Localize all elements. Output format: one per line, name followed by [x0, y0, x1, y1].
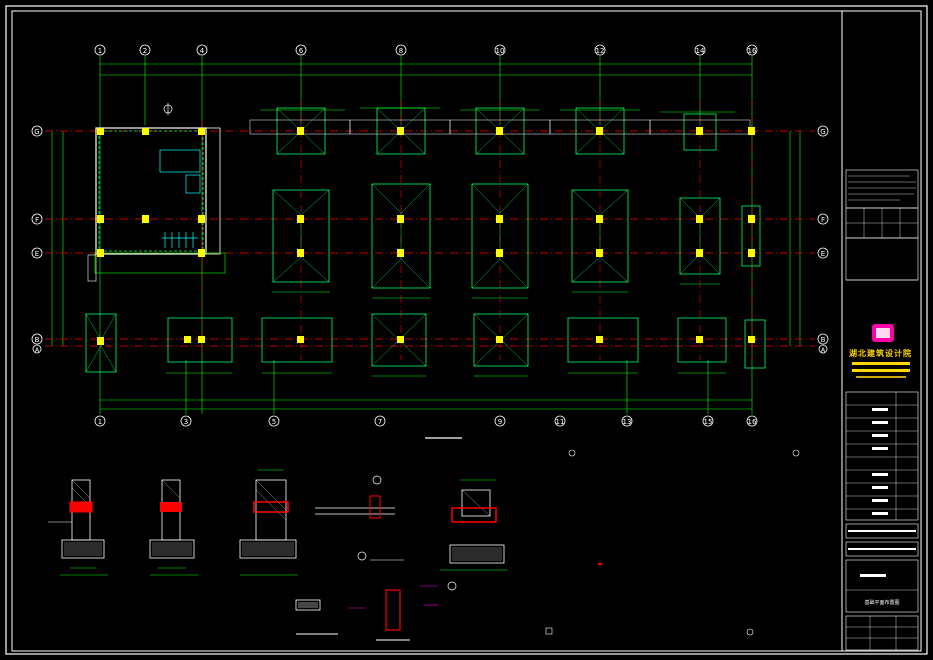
- bottom-axis-markers: [94, 415, 758, 427]
- axis-label: 4: [200, 47, 205, 55]
- axis-label: 10: [496, 47, 505, 55]
- drawing-border-outer: [5, 5, 928, 655]
- axis-label: E: [35, 250, 39, 258]
- firm-char: 建: [866, 348, 876, 358]
- axis-label: 15: [704, 418, 713, 426]
- footings-middle-row: [272, 183, 761, 289]
- axis-label: A: [821, 347, 826, 354]
- drawing-border-inner: [11, 10, 922, 652]
- firm-char: 计: [894, 348, 902, 358]
- axis-label: B: [821, 336, 826, 344]
- firm-char: 设: [885, 348, 893, 358]
- axis-label: 7: [378, 418, 382, 426]
- axis-label: 16: [748, 47, 757, 55]
- top-axis-markers: [94, 44, 758, 56]
- firm-char: 筑: [876, 348, 884, 358]
- footings-bottom-row: [85, 313, 766, 373]
- section-details: [48, 449, 800, 641]
- axis-label: 11: [556, 418, 565, 426]
- axis-label: 1: [98, 47, 102, 55]
- axis-label: 13: [623, 418, 632, 426]
- wall-footing-detail-1: [48, 479, 108, 576]
- axis-label: 14: [696, 47, 705, 55]
- axis-label: 3: [184, 418, 188, 426]
- axis-label: 1: [98, 418, 102, 426]
- firm-char: 北: [858, 348, 866, 358]
- machine-room: [87, 127, 226, 282]
- axis-label: G: [820, 128, 825, 136]
- axis-label: 2: [143, 47, 147, 55]
- axis-label: 12: [596, 47, 605, 55]
- small-details: [295, 585, 438, 641]
- axis-label: A: [35, 347, 40, 354]
- axis-label: 9: [498, 418, 502, 426]
- columns: [97, 127, 755, 345]
- wall-footing-detail-5: [440, 479, 508, 591]
- axis-label: E: [821, 250, 825, 258]
- beam-detail: [315, 475, 404, 561]
- axis-label: G: [34, 128, 39, 136]
- axis-label: B: [35, 336, 40, 344]
- foundation-plan: 1 2 4 6 8 10 12 14 16 1 3 5 7 9 11 13 15…: [31, 44, 829, 439]
- axis-label: 6: [299, 47, 304, 55]
- axis-label: F: [35, 216, 39, 224]
- wall-footing-detail-3: [239, 469, 298, 576]
- firm-char: 院: [903, 348, 911, 358]
- axis-label: F: [821, 216, 825, 224]
- wall-footing-detail-2: [149, 479, 198, 576]
- axis-label: 16: [748, 418, 757, 426]
- axis-label: 8: [399, 47, 403, 55]
- axis-label: 5: [272, 418, 276, 426]
- firm-char: 湖: [849, 348, 857, 358]
- title-block: 湖 北 建 筑 设 计 院: [841, 11, 919, 651]
- sheet-title: 基础平面布置图: [864, 599, 899, 606]
